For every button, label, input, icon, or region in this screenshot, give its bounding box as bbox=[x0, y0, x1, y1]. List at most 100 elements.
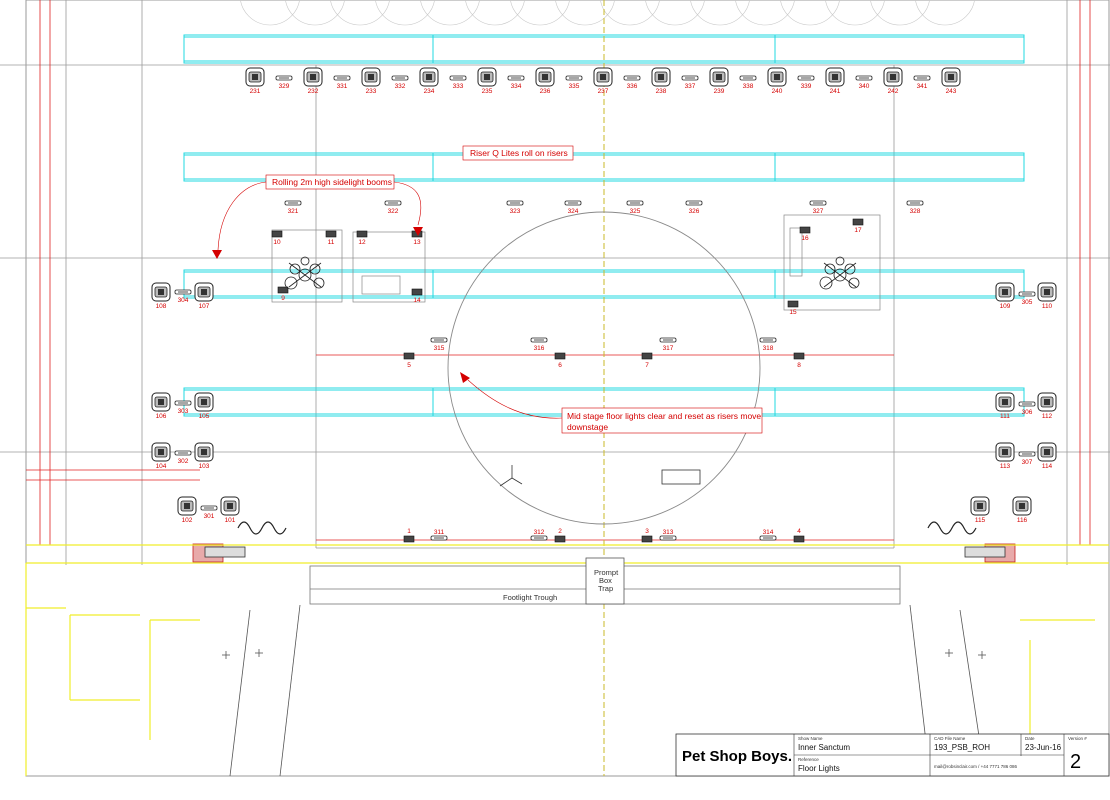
set-arc bbox=[600, 0, 660, 26]
set-arc bbox=[375, 0, 435, 26]
strip-light bbox=[1018, 401, 1036, 407]
fixture-number: 7 bbox=[645, 362, 649, 369]
strip-light bbox=[759, 337, 777, 343]
floor-light bbox=[271, 230, 283, 238]
fixture-number: 233 bbox=[366, 88, 377, 95]
moving-light bbox=[883, 67, 903, 87]
date-label: Date bbox=[1025, 736, 1035, 741]
fixture-number: 231 bbox=[250, 88, 261, 95]
date-value: 23-Jun-16 bbox=[1025, 743, 1062, 752]
fixture-number: 14 bbox=[413, 297, 421, 304]
fixture-number: 314 bbox=[763, 529, 774, 536]
fixture-number: 311 bbox=[434, 529, 445, 536]
fixture-number: 341 bbox=[917, 83, 928, 90]
moving-light bbox=[151, 282, 171, 302]
strip-light bbox=[174, 400, 192, 406]
set-arc bbox=[780, 0, 840, 26]
strip-light bbox=[1018, 451, 1036, 457]
fixture-number: 235 bbox=[482, 88, 493, 95]
moving-light bbox=[194, 442, 214, 462]
fixture-number: 302 bbox=[178, 458, 189, 465]
moving-light bbox=[593, 67, 613, 87]
set-arc bbox=[555, 0, 615, 26]
set-arc bbox=[420, 0, 480, 26]
fixture-number: 301 bbox=[204, 513, 215, 520]
set-arc bbox=[915, 0, 975, 26]
fixtures-layer bbox=[151, 67, 1057, 543]
reference-label: Reference bbox=[798, 757, 819, 762]
fixture-number: 240 bbox=[772, 88, 783, 95]
strip-light bbox=[685, 200, 703, 206]
prompt-box-line3: Trap bbox=[598, 584, 613, 593]
strip-light bbox=[384, 200, 402, 206]
contact-info: mail@robsinclair.com / +44 7771 786 086 bbox=[934, 764, 1017, 769]
cable-coil bbox=[237, 521, 287, 535]
fixture-number: 234 bbox=[424, 88, 435, 95]
moving-light bbox=[941, 67, 961, 87]
strip-light bbox=[681, 75, 699, 81]
fixture-number: 241 bbox=[830, 88, 841, 95]
building-outline bbox=[25, 563, 1095, 776]
boom-platform-right bbox=[783, 214, 881, 311]
fixture-number: 332 bbox=[395, 83, 406, 90]
annotation-mid-stage-line2: downstage bbox=[567, 422, 608, 432]
sheet-border bbox=[25, 0, 1110, 777]
set-arc bbox=[510, 0, 570, 26]
strip-light bbox=[809, 200, 827, 206]
strip-light bbox=[906, 200, 924, 206]
annotation-mid-stage-line1: Mid stage floor lights clear and reset a… bbox=[567, 411, 761, 421]
fixture-number: 313 bbox=[663, 529, 674, 536]
boom-platform-left bbox=[271, 229, 426, 303]
set-arc bbox=[825, 0, 885, 26]
floor-light bbox=[852, 218, 864, 226]
fixture-number: 107 bbox=[199, 303, 210, 310]
fixture-number: 106 bbox=[156, 413, 167, 420]
fixture-number: 105 bbox=[199, 413, 210, 420]
annotation-sidelight-booms: Rolling 2m high sidelight booms bbox=[212, 174, 423, 259]
cad-file-label: CAD File Name bbox=[934, 736, 966, 741]
moving-light bbox=[477, 67, 497, 87]
fixture-number: 335 bbox=[569, 83, 580, 90]
fixture-number: 323 bbox=[510, 208, 521, 215]
fixture-number: 17 bbox=[854, 227, 862, 234]
strip-light bbox=[739, 75, 757, 81]
fixture-number: 312 bbox=[534, 529, 545, 536]
strip-light bbox=[333, 75, 351, 81]
strip-light bbox=[507, 75, 525, 81]
reference-value: Floor Lights bbox=[798, 764, 840, 773]
set-arc bbox=[870, 0, 930, 26]
fixture-number: 102 bbox=[182, 517, 193, 524]
moving-light bbox=[1012, 496, 1032, 516]
fixture-number: 112 bbox=[1042, 413, 1053, 420]
set-arc bbox=[285, 0, 345, 26]
moving-light bbox=[970, 496, 990, 516]
upstage-set-arcs bbox=[240, 0, 975, 26]
fixture-number: 331 bbox=[337, 83, 348, 90]
fixture-number: 104 bbox=[156, 463, 167, 470]
title-block: Pet Shop Boys. Show Name Inner Sanctum R… bbox=[675, 733, 1110, 777]
strip-light bbox=[430, 535, 448, 541]
fixture-number: 11 bbox=[328, 239, 335, 246]
strip-light bbox=[275, 75, 293, 81]
fixture-number: 303 bbox=[178, 408, 189, 415]
arrow-icon bbox=[460, 372, 470, 383]
fixture-number: 232 bbox=[308, 88, 319, 95]
fixture-number: 306 bbox=[1022, 409, 1033, 416]
moving-light bbox=[245, 67, 265, 87]
set-arc bbox=[645, 0, 705, 26]
fixture-number: 316 bbox=[534, 345, 545, 352]
floor-light bbox=[411, 288, 423, 296]
floor-light bbox=[793, 352, 805, 360]
prompt-box-line2: Box bbox=[599, 576, 612, 585]
cable-coil bbox=[927, 521, 977, 535]
version-number: 2 bbox=[1070, 751, 1081, 773]
moving-light bbox=[419, 67, 439, 87]
fixture-number: 9 bbox=[281, 295, 285, 302]
fixture-number: 103 bbox=[199, 463, 210, 470]
fixture-number: 109 bbox=[1000, 303, 1011, 310]
fixture-number: 317 bbox=[663, 345, 674, 352]
strip-light bbox=[913, 75, 931, 81]
strip-light bbox=[391, 75, 409, 81]
fixture-number: 315 bbox=[434, 345, 445, 352]
